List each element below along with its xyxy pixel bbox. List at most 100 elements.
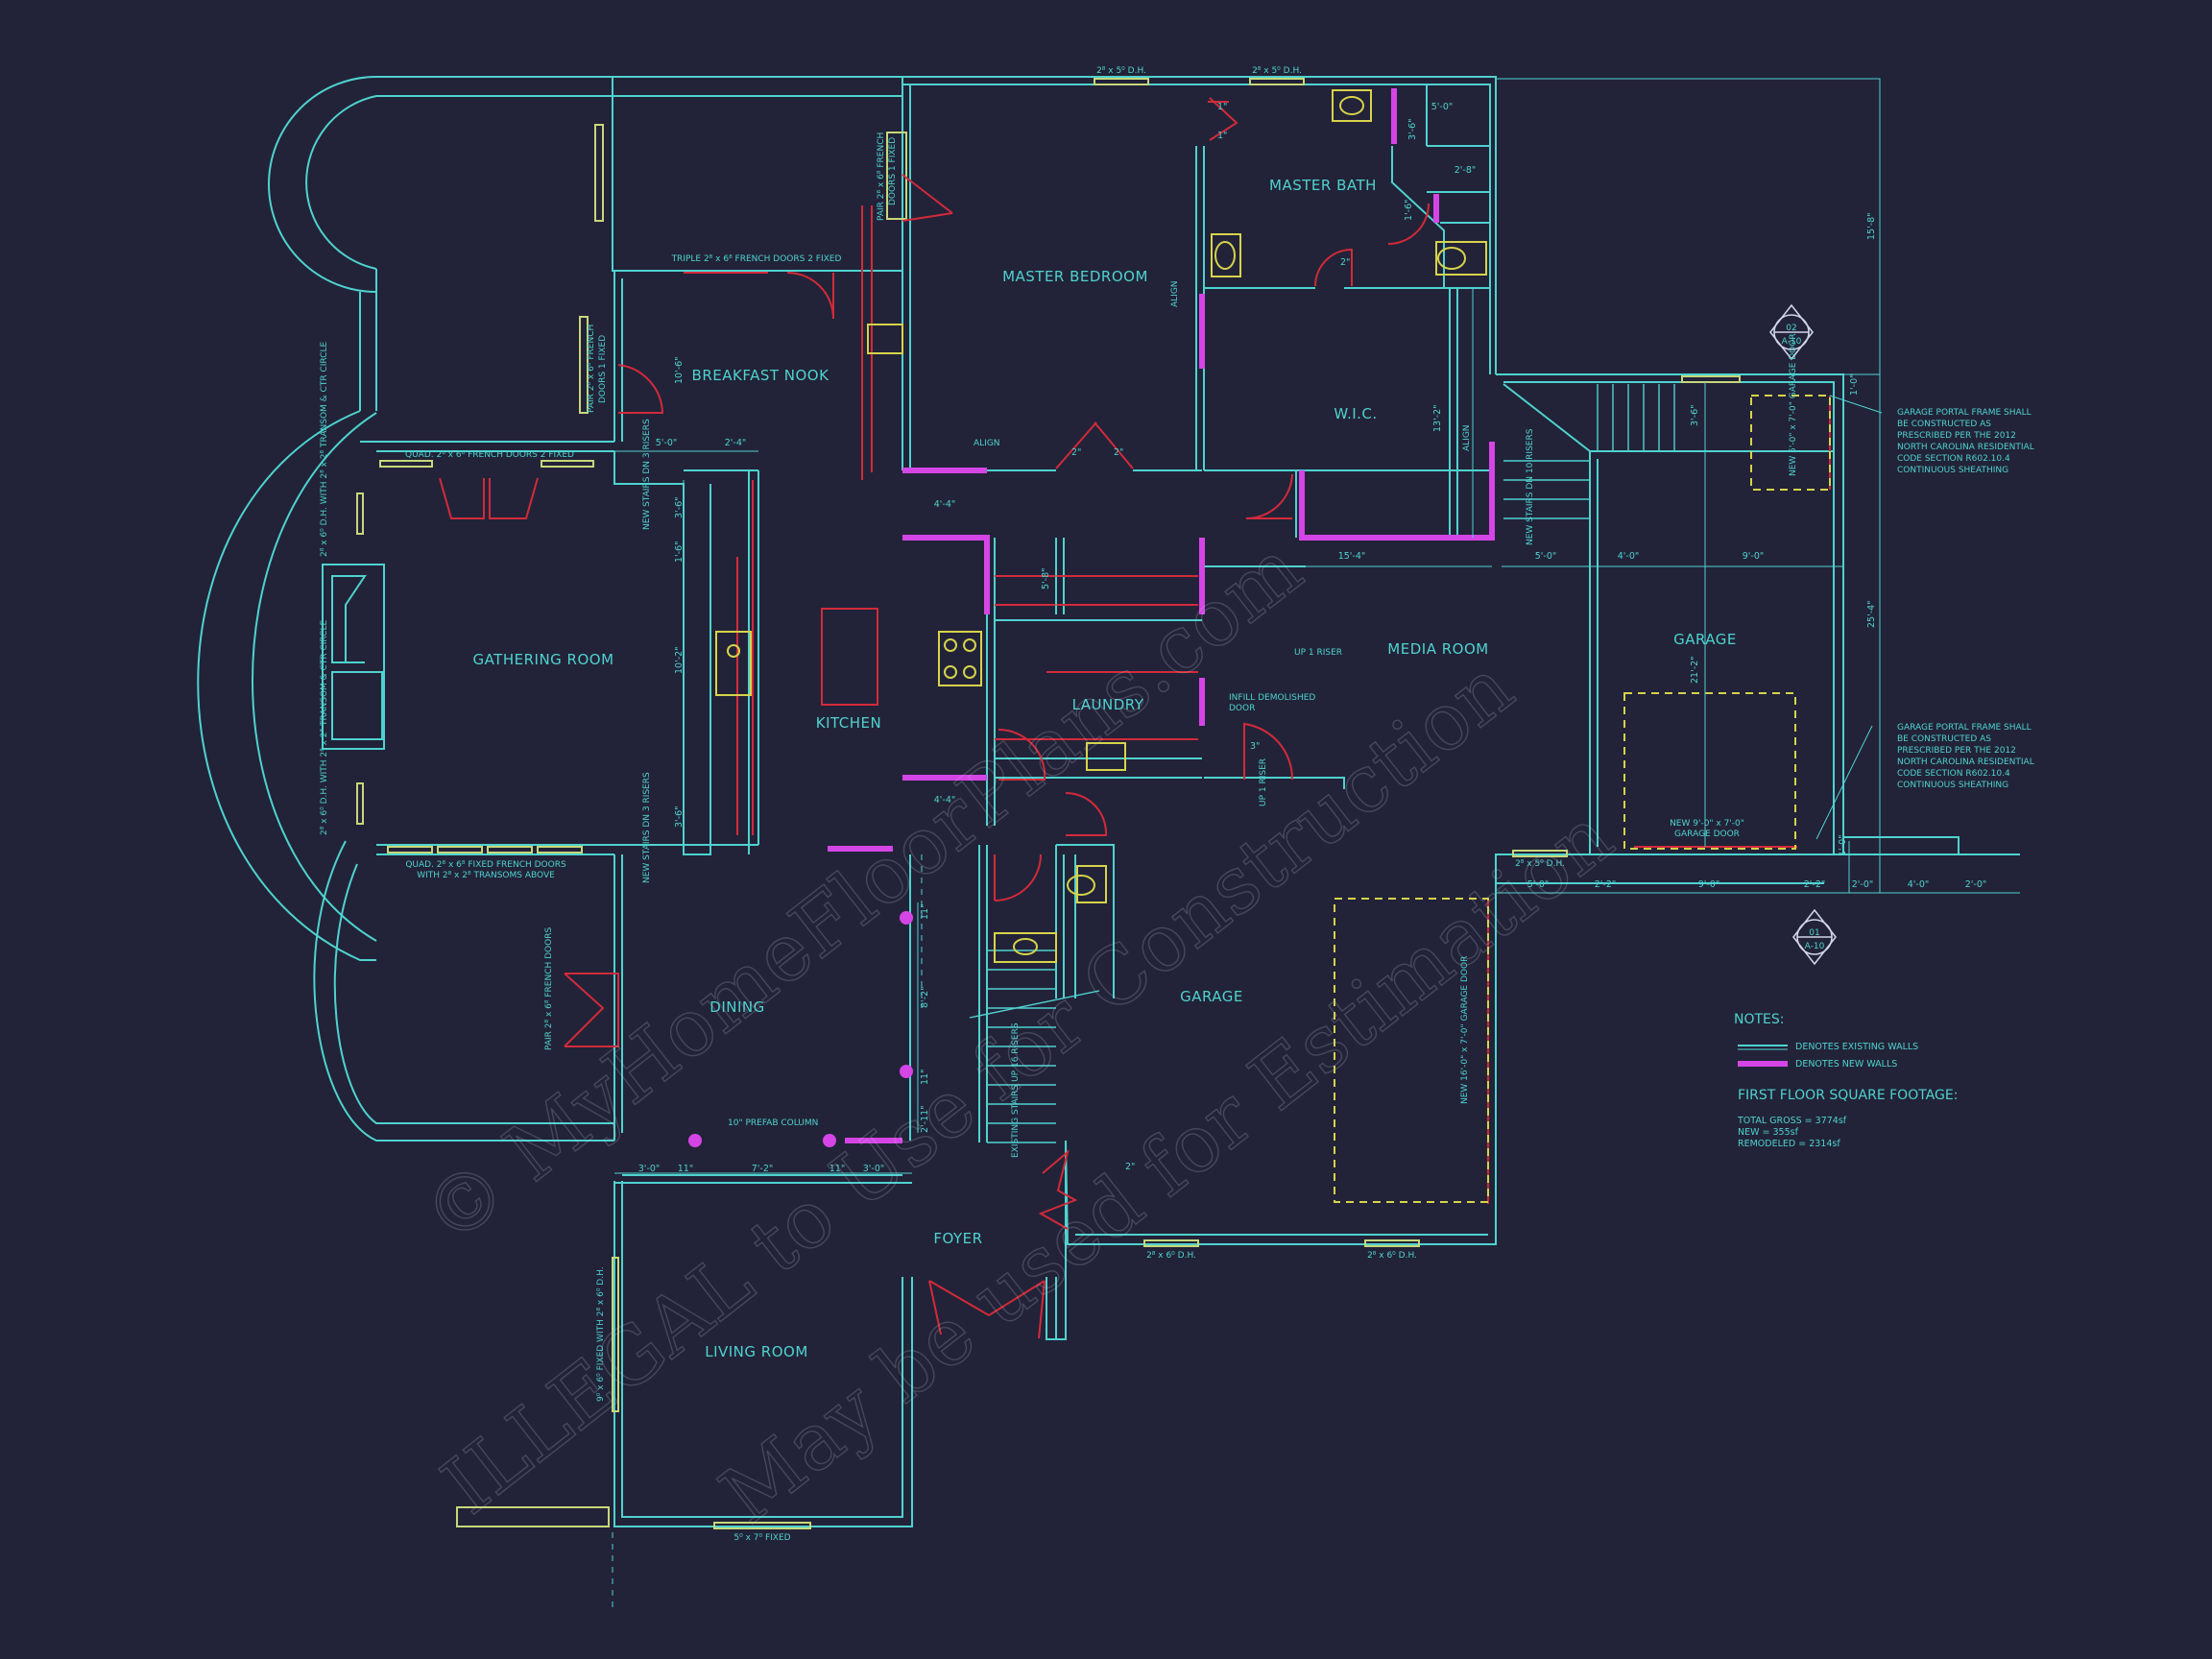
dim-label: 3" (1250, 741, 1260, 752)
annotations: 2⁸ x 5⁰ D.H. 2⁸ x 5⁰ D.H. TRIPLE 2⁸ x 6⁸… (320, 66, 1825, 1543)
square-footage-heading: FIRST FLOOR SQUARE FOOTAGE: (1738, 1088, 1958, 1103)
dim-label: 11" (920, 904, 930, 920)
dim-label: 2'-0" (1852, 879, 1874, 890)
room-media-room: MEDIA ROOM (1387, 640, 1488, 658)
portal-note-1: GARAGE PORTAL FRAME SHALL BE CONSTRUCTED… (1897, 408, 2034, 475)
label-quad-doors: QUAD. 2⁸ x 6⁸ FRENCH DOORS 2 FIXED (405, 450, 574, 460)
label-triple-doors: TRIPLE 2⁸ x 6⁸ FRENCH DOORS 2 FIXED (671, 254, 842, 264)
dim-label: 8'-2" (920, 987, 930, 1009)
remodeled-sf: REMODELED = 2314sf (1738, 1139, 1840, 1149)
dim-label: 10'-2" (674, 646, 685, 674)
new-walls (828, 88, 1495, 1143)
portal-note-2-line: NORTH CAROLINA RESIDENTIAL (1897, 757, 2034, 767)
label-new-stairs-3: NEW STAIRS DN 10 RISERS (1526, 428, 1535, 545)
portal-note-2: GARAGE PORTAL FRAME SHALL BE CONSTRUCTED… (1897, 723, 2034, 790)
room-garage-existing: GARAGE (1180, 988, 1243, 1005)
label-new-small-garage-door: NEW 5'-0" x 7'-0" GARAGE DOOR (1789, 333, 1798, 476)
portal-note-2-line: BE CONSTRUCTED AS (1897, 734, 1991, 744)
label-garage-window-1: 2⁸ x 6⁰ D.H. (1146, 1251, 1196, 1261)
section-marker-02 (1768, 303, 1815, 361)
legend-new-walls: DENOTES NEW WALLS (1795, 1059, 1897, 1070)
label-existing-stairs: EXISTING STAIRS UP 16 RISERS (1011, 1022, 1021, 1158)
label-pair-dining: PAIR 2⁸ x 6⁸ FRENCH DOORS (544, 927, 554, 1050)
dim-label: 2" (1071, 447, 1081, 458)
label-new-stairs-1: NEW STAIRS DN 3 RISERS (642, 419, 652, 530)
label-new-garage-door-vertical: NEW 16'-0" x 7'-0" GARAGE DOOR (1460, 956, 1470, 1104)
label-bottom-window: 5⁰ x 7⁰ FIXED (733, 1533, 790, 1543)
room-kitchen: KITCHEN (816, 714, 882, 732)
portal-note-1-line: CONTINUOUS SHEATHING (1897, 466, 2008, 475)
portal-note-2-line: CONTINUOUS SHEATHING (1897, 781, 2008, 790)
dim-label: 4'-4" (934, 795, 956, 805)
dim-label: 5'-0" (1431, 102, 1454, 112)
room-master-bedroom: MASTER BEDROOM (1002, 268, 1148, 285)
label-pair-bed-2: DOORS 1 FIXED (888, 137, 898, 205)
section-marker-01 (1791, 908, 1838, 966)
room-wic: W.I.C. (1334, 405, 1377, 422)
prefab-columns (688, 911, 913, 1147)
dim-label: 1'-0" (1849, 374, 1860, 397)
dim-label: 11" (678, 1164, 693, 1174)
dim-label: 10'-6" (674, 356, 685, 384)
garage-door-outlines (1334, 395, 1831, 1203)
dim-label: 5'-0" (1535, 551, 1557, 562)
dim-label: 3'-0" (638, 1164, 661, 1174)
label-new-garage-door-2: GARAGE DOOR (1674, 830, 1740, 839)
dim-label: 3'-6" (674, 497, 685, 519)
dim-label: 3'-6" (1407, 119, 1418, 141)
new-sf: NEW = 355sf (1738, 1127, 1799, 1138)
room-gathering-room: GATHERING ROOM (472, 651, 613, 668)
label-align-1: ALIGN (974, 439, 1000, 448)
dim-label: 1" (1217, 102, 1227, 112)
section-01-sheet: A-10 (1805, 942, 1825, 951)
label-quad-fixed-1: QUAD. 2⁸ x 6⁸ FIXED FRENCH DOORS (405, 860, 566, 870)
dim-label: 15'-4" (1338, 551, 1366, 562)
section-02-sheet: A-10 (1782, 337, 1802, 347)
legend-swatches (1738, 1045, 1788, 1067)
section-02-number: 02 (1786, 324, 1796, 333)
room-foyer: FOYER (933, 1230, 982, 1247)
label-new-stairs-2: NEW STAIRS DN 3 RISERS (642, 772, 652, 883)
dim-label: 13'-2" (1432, 404, 1443, 432)
notes-heading: NOTES: (1734, 1012, 1785, 1027)
dim-label: 4'-0" (1908, 879, 1930, 890)
label-quad-fixed-2: WITH 2⁸ x 2⁸ TRANSOMS ABOVE (417, 871, 555, 880)
dim-label: 2'-2" (1595, 879, 1617, 890)
total-gross: TOTAL GROSS = 3774sf (1737, 1116, 1847, 1126)
dim-label: 2'-0" (1965, 879, 1987, 890)
room-dining: DINING (709, 998, 764, 1016)
dim-label: 2'-4" (725, 438, 747, 448)
label-garage-window-2: 2⁸ x 6⁰ D.H. (1367, 1251, 1417, 1261)
dim-label: 1'-6" (1404, 200, 1414, 222)
dim-label: 4'-0" (1618, 551, 1640, 562)
windows (356, 78, 1741, 1529)
label-new-garage-door-1: NEW 9'-0" x 7'-0" (1670, 819, 1744, 829)
label-pair-bed-1: PAIR 2⁸ x 6⁸ FRENCH (877, 132, 886, 221)
existing-walls (197, 76, 2020, 1527)
room-breakfast-nook: BREAKFAST NOOK (692, 367, 830, 384)
label-prefab-column: 10" PREFAB COLUMN (728, 1118, 818, 1128)
dim-label: 3'-6" (1690, 405, 1700, 427)
dim-label: 2" (1340, 257, 1350, 268)
label-garage-window-3: 2⁸ x 5⁰ D.H. (1515, 859, 1565, 869)
dim-label: 11" (830, 1164, 845, 1174)
label-living-window: 9⁰ x 6⁰ FIXED WITH 2⁸ x 6⁰ D.H. (596, 1266, 606, 1402)
dim-label: 7'-2" (752, 1164, 774, 1174)
dim-label: 9'-0" (1698, 879, 1720, 890)
dim-label: 2'-8" (1455, 165, 1477, 176)
legend-existing-walls: DENOTES EXISTING WALLS (1795, 1042, 1918, 1052)
dim-label: 3'-6" (674, 806, 685, 829)
dim-label: 2" (1125, 1162, 1135, 1172)
dim-label: 25'-4" (1866, 600, 1877, 628)
label-pair-nook-2: DOORS 1 FIXED (598, 335, 608, 403)
portal-note-2-line: CODE SECTION R602.10.4 (1897, 769, 2010, 779)
label-up-riser-1: UP 1 RISER (1294, 648, 1342, 658)
label-infill-1: INFILL DEMOLISHED (1229, 693, 1315, 703)
dimension-labels: 5'-0" 2'-8" 3'-6" 1'-6" 15'-8" 10'-6" 5'… (638, 102, 1987, 1174)
portal-note-1-line: NORTH CAROLINA RESIDENTIAL (1897, 443, 2034, 452)
dim-label: 1" (1217, 131, 1227, 141)
section-01-number: 01 (1809, 928, 1819, 938)
label-pair-nook-1: PAIR 2⁸ x 6⁸ FRENCH (587, 325, 596, 413)
dim-label: 15'-8" (1866, 212, 1877, 240)
